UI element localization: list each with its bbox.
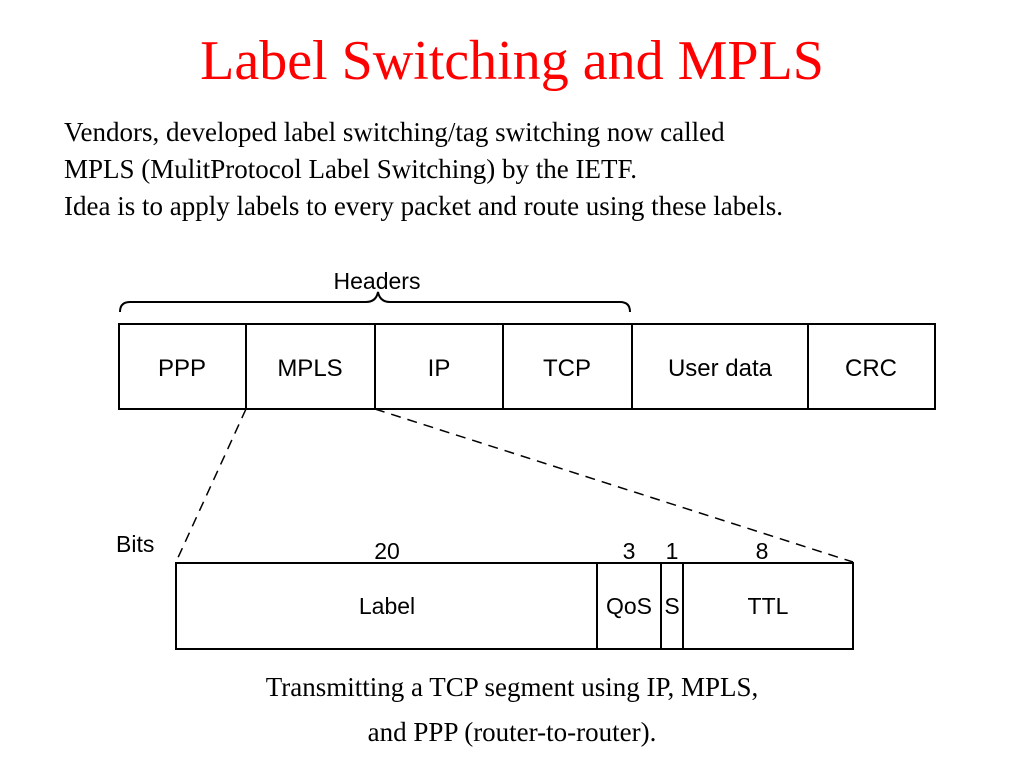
mpls-field-ttl: TTL (748, 593, 789, 619)
field-ip: IP (428, 355, 451, 382)
bits-label: Bits (116, 531, 154, 557)
mpls-field-s: S (664, 593, 679, 619)
field-ppp: PPP (158, 355, 206, 382)
slide-title: Label Switching and MPLS (200, 30, 824, 92)
caption-line-2: and PPP (router-to-router). (367, 717, 657, 747)
expansion-line-right (374, 408, 854, 563)
slide-body: Vendors, developed label switching/tag s… (64, 114, 1004, 225)
mpls-header-frame (175, 562, 854, 650)
field-tcp: TCP (543, 355, 591, 382)
headers-label: Headers (334, 268, 421, 294)
bits-label-s: 1 (666, 538, 679, 564)
field-mpls: MPLS (277, 355, 342, 382)
headers-brace (119, 291, 631, 313)
bits-label-ttl: 8 (756, 538, 769, 564)
body-line-3: Idea is to apply labels to every packet … (64, 191, 784, 221)
bits-label-qos: 3 (623, 538, 636, 564)
bits-label-label: 20 (374, 538, 400, 564)
mpls-field-label: Label (359, 593, 415, 619)
field-user-data: User data (668, 355, 773, 382)
packet-frame (118, 323, 936, 410)
field-crc: CRC (845, 355, 897, 382)
body-line-2: MPLS (MulitProtocol Label Switching) by … (64, 154, 638, 184)
mpls-field-qos: QoS (606, 593, 652, 619)
caption-line-1: Transmitting a TCP segment using IP, MPL… (265, 672, 759, 702)
expansion-line-left (175, 408, 247, 563)
body-line-1: Vendors, developed label switching/tag s… (64, 117, 725, 147)
